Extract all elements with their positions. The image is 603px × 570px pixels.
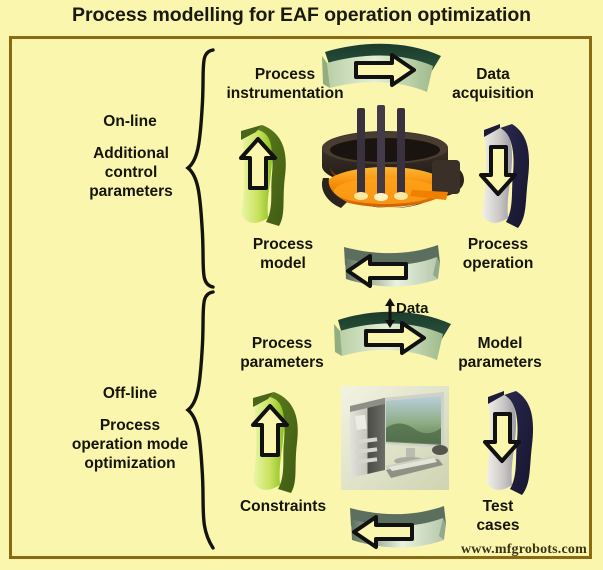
node-constraints: Constraints (239, 498, 327, 515)
data-flow-tag: Data (396, 300, 429, 317)
section-offline-label: Off-line (102, 385, 158, 402)
section-online-label: On-line (103, 113, 157, 130)
node-data-acquisition: Data acquisition (452, 66, 534, 102)
node-process-operation: Process operation (462, 236, 534, 272)
page-title: Process modelling for EAF operation opti… (72, 4, 531, 26)
data-label: Data (396, 300, 429, 317)
watermark: www.mfgrobots.com (460, 542, 587, 557)
section-offline-sublabel: Process operation mode optimization (71, 417, 189, 472)
node-model-parameters: Model parameters (458, 335, 542, 371)
node-process-model: Process model (252, 236, 314, 272)
node-process-instrumentation: Process instrumentation (226, 66, 344, 102)
section-online-sublabel: Additional control parameters (89, 145, 173, 200)
node-test-cases: Test cases (476, 498, 520, 534)
node-process-parameters: Process parameters (240, 335, 324, 371)
